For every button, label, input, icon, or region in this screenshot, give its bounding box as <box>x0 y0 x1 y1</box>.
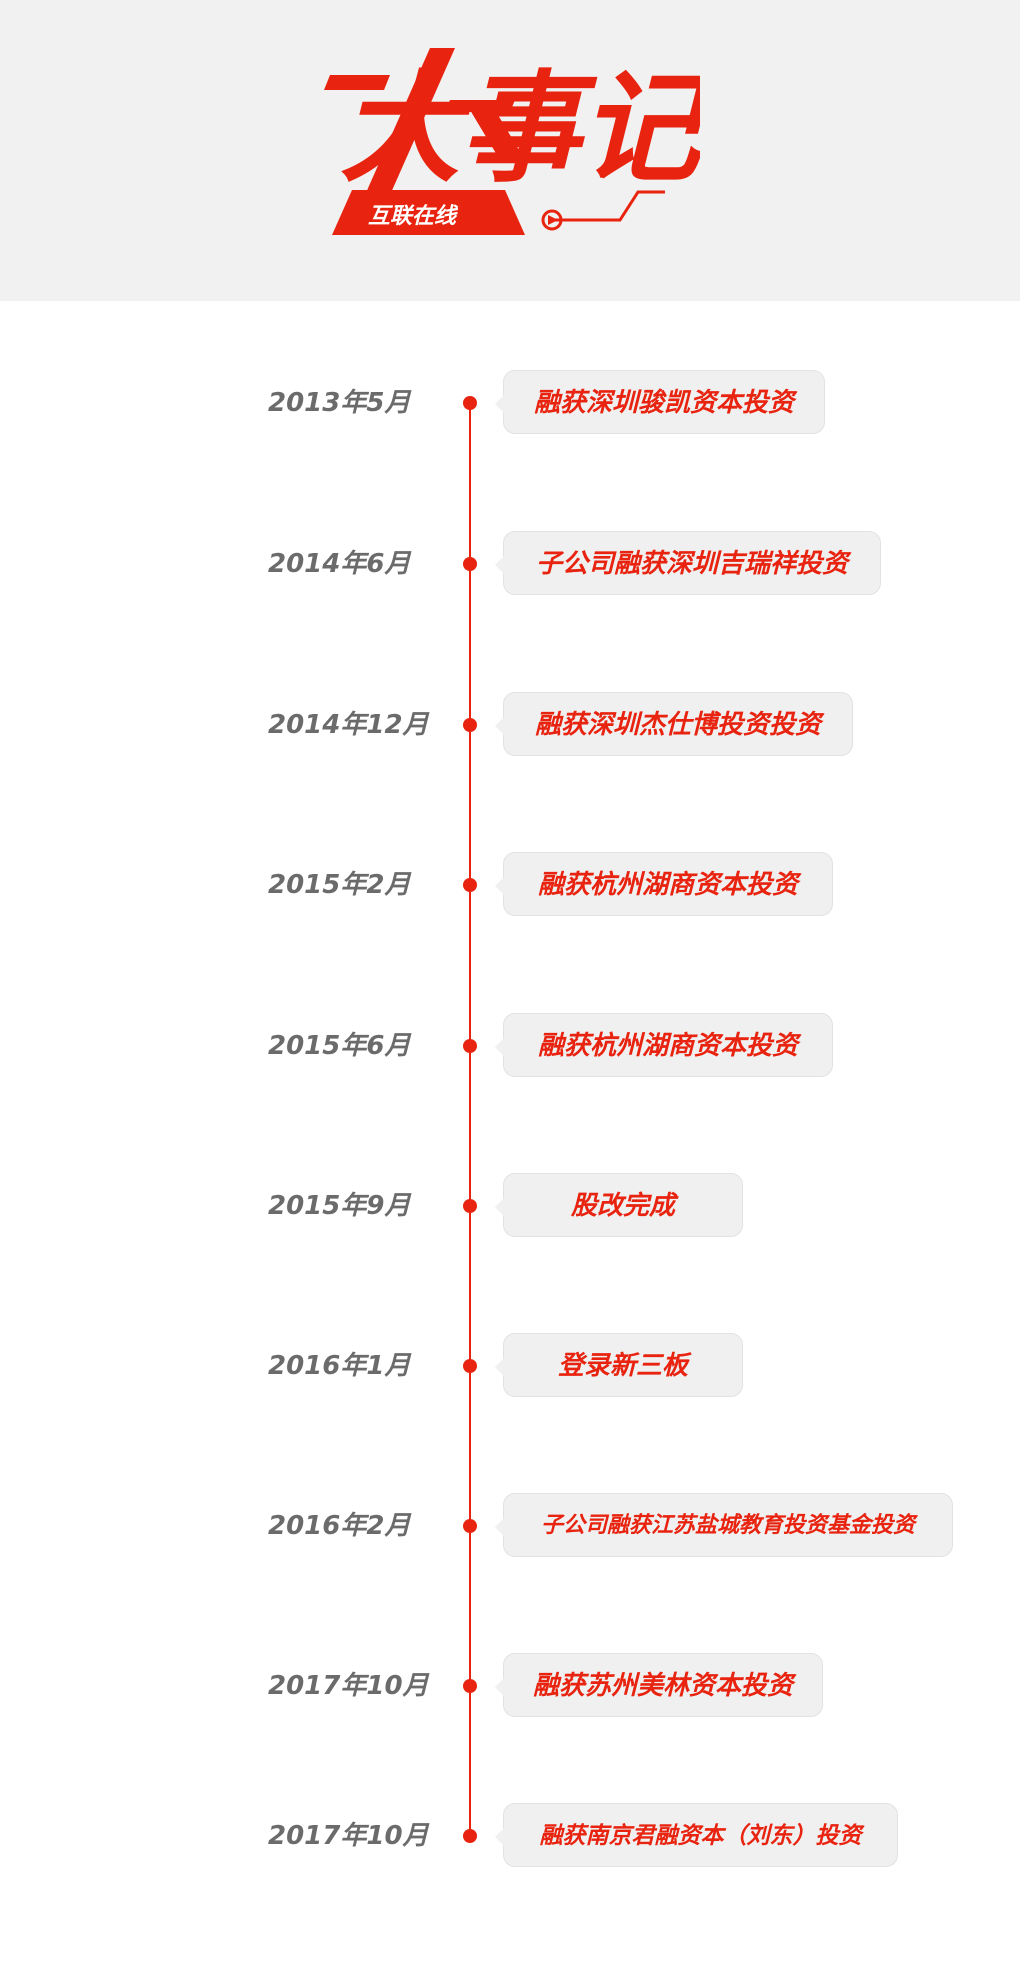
event-date: 2013年5月 <box>268 388 411 418</box>
event-bubble: 股改完成 <box>495 1173 743 1237</box>
event-date: 2016年1月 <box>268 1351 411 1381</box>
event-date: 2014年12月 <box>268 710 429 740</box>
timeline-event: 2013年5月 融获深圳骏凯资本投资 <box>0 370 1020 436</box>
timeline-event: 2016年1月 登录新三板 <box>0 1333 1020 1399</box>
timeline-event: 2016年2月 子公司融获江苏盐城教育投资基金投资 <box>0 1493 1020 1559</box>
timeline-dot <box>463 396 477 410</box>
logo: 大事记 互联在线 <box>320 30 700 250</box>
event-date: 2017年10月 <box>268 1671 429 1701</box>
timeline-event: 2014年6月 子公司融获深圳吉瑞祥投资 <box>0 531 1020 597</box>
timeline-event: 2015年6月 融获杭州湖商资本投资 <box>0 1013 1020 1079</box>
event-bubble: 融获苏州美林资本投资 <box>495 1653 823 1717</box>
event-bubble: 登录新三板 <box>495 1333 743 1397</box>
timeline-dot <box>463 878 477 892</box>
event-bubble: 融获杭州湖商资本投资 <box>495 852 833 916</box>
event-date: 2015年9月 <box>268 1191 411 1221</box>
event-date: 2015年6月 <box>268 1031 411 1061</box>
event-date: 2014年6月 <box>268 549 411 579</box>
timeline-dot <box>463 557 477 571</box>
event-bubble: 子公司融获江苏盐城教育投资基金投资 <box>495 1493 953 1557</box>
timeline-event: 2017年10月 融获南京君融资本（刘东）投资 <box>0 1803 1020 1869</box>
timeline-event: 2017年10月 融获苏州美林资本投资 <box>0 1653 1020 1719</box>
event-bubble: 融获深圳杰仕博投资投资 <box>495 692 853 756</box>
timeline-dot <box>463 1829 477 1843</box>
header-banner: 大事记 互联在线 <box>0 0 1020 301</box>
timeline-dot <box>463 1519 477 1533</box>
event-bubble: 子公司融获深圳吉瑞祥投资 <box>495 531 881 595</box>
timeline-dot <box>463 1679 477 1693</box>
logo-graphic: 大事记 互联在线 <box>324 48 700 235</box>
event-date: 2017年10月 <box>268 1821 429 1851</box>
logo-title: 大事记 <box>340 60 700 199</box>
timeline-dot <box>463 1199 477 1213</box>
event-date: 2016年2月 <box>268 1511 411 1541</box>
timeline-event: 2015年2月 融获杭州湖商资本投资 <box>0 852 1020 918</box>
timeline-line <box>469 404 471 1836</box>
timeline-dot <box>463 1359 477 1373</box>
event-date: 2015年2月 <box>268 870 411 900</box>
timeline-event: 2014年12月 融获深圳杰仕博投资投资 <box>0 692 1020 758</box>
event-bubble: 融获南京君融资本（刘东）投资 <box>495 1803 898 1867</box>
event-bubble: 融获深圳骏凯资本投资 <box>495 370 825 434</box>
event-bubble: 融获杭州湖商资本投资 <box>495 1013 833 1077</box>
timeline-dot <box>463 718 477 732</box>
play-icon <box>541 209 563 231</box>
timeline-event: 2015年9月 股改完成 <box>0 1173 1020 1239</box>
timeline-dot <box>463 1039 477 1053</box>
logo-subtitle: 互联在线 <box>368 204 459 229</box>
